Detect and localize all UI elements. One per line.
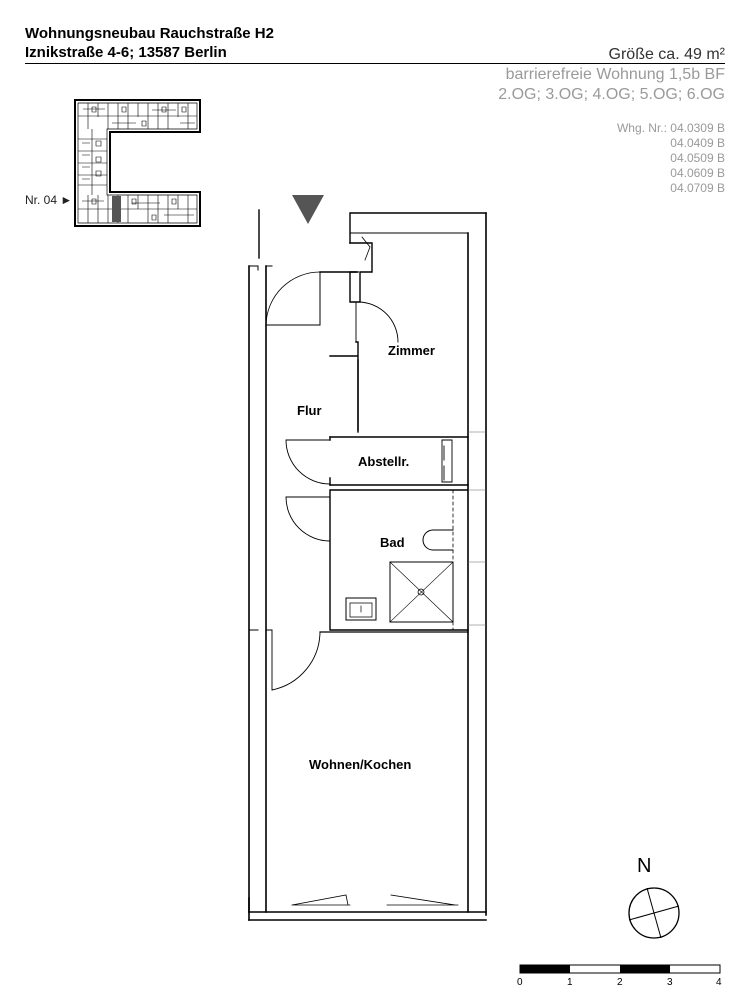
room-label-abstellraum: Abstellr. — [358, 454, 410, 469]
entrance-marker — [292, 195, 324, 224]
key-plan — [74, 99, 201, 227]
scale-tick: 1 — [567, 977, 573, 988]
room-label-zimmer: Zimmer — [388, 343, 435, 358]
scale-tick: 0 — [517, 977, 523, 988]
scale-bar — [519, 964, 721, 974]
unit-number: 04.0509 B — [670, 151, 725, 165]
header-rule — [25, 63, 725, 64]
room-label-bad: Bad — [380, 535, 405, 550]
key-plan-marker: Nr. 04 ► — [25, 193, 73, 207]
unit-number: 04.0709 B — [670, 181, 725, 195]
unit-number: 04.0609 B — [670, 166, 725, 180]
scale-tick: 3 — [667, 977, 673, 988]
north-label: N — [637, 855, 652, 877]
project-title: Wohnungsneubau Rauchstraße H2 — [25, 25, 274, 42]
unit-number: 04.0409 B — [670, 136, 725, 150]
apartment-type: barrierefreie Wohnung 1,5b BF — [505, 66, 725, 83]
floor-list: 2.OG; 3.OG; 4.OG; 5.OG; 6.OG — [498, 86, 725, 103]
scale-tick: 2 — [617, 977, 623, 988]
room-label-flur: Flur — [297, 403, 322, 418]
highlighted-unit — [112, 196, 121, 222]
compass-icon — [628, 887, 680, 939]
apartment-size: Größe ca. 49 m² — [608, 46, 725, 63]
scale-tick: 4 — [716, 977, 722, 988]
project-address: Iznikstraße 4-6; 13587 Berlin — [25, 44, 227, 61]
unit-number-label: Whg. Nr.: 04.0309 B — [616, 121, 725, 135]
room-label-wohnen-kochen: Wohnen/Kochen — [309, 757, 412, 772]
